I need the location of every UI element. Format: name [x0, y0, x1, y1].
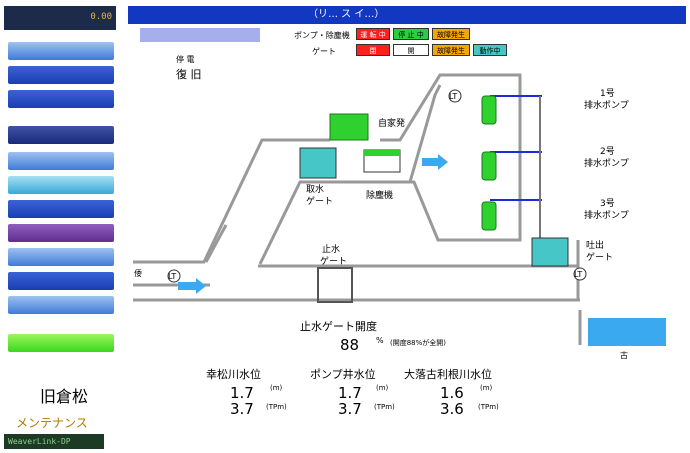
title-bar: （リ… ス イ…） — [128, 6, 686, 24]
menu-button-12[interactable] — [8, 334, 114, 352]
maintenance-link[interactable]: メンテナンス — [16, 416, 88, 430]
pump-2-label: 排水ポンプ — [584, 159, 629, 169]
stop-gate-label-1: 止水 — [322, 245, 341, 255]
menu-button-8[interactable] — [8, 224, 114, 242]
menu-button-1[interactable] — [8, 42, 114, 60]
level-2-value1: 1.7 — [338, 384, 362, 402]
level-2-value2: 3.7 — [338, 400, 362, 418]
flow-arrow-mid — [422, 154, 448, 170]
generator — [329, 113, 369, 141]
level-1-value1: 1.7 — [230, 384, 254, 402]
generator-label: 自家発 — [378, 119, 406, 129]
flow-arrow-inlet — [178, 278, 206, 294]
stop-gate-label-2: ゲート — [320, 257, 348, 267]
level-1-value2: 3.7 — [230, 400, 254, 418]
power-outage-label: 停 電 — [176, 55, 195, 64]
lt-sensor-1: LT — [449, 92, 458, 101]
legend-gate-fault: 故障発生 — [432, 44, 470, 56]
dust-remover-label: 除塵機 — [366, 191, 394, 201]
channel-inner — [258, 73, 522, 265]
pump-3 — [481, 201, 497, 231]
gate-open-unit: % — [376, 336, 384, 345]
lt-sensor-2: LT — [574, 270, 583, 279]
pump-1 — [481, 95, 497, 125]
menu-button-11[interactable] — [8, 296, 114, 314]
menu-button-4[interactable] — [8, 126, 114, 144]
menu-button-2[interactable] — [8, 66, 114, 84]
recover-button[interactable]: 復 旧 — [176, 68, 202, 81]
legend-running: 運 転 中 — [356, 28, 390, 40]
vendor-bar: WeaverLink-DP — [4, 434, 104, 449]
level-2-unit1: (m) — [376, 384, 389, 392]
station-name: 旧倉松 — [40, 387, 89, 406]
intake-gate — [299, 147, 337, 179]
lt-sensor-3: LT — [168, 272, 177, 281]
level-3-name: 大落古利根川水位 — [404, 368, 492, 381]
pump-3-label: 排水ポンプ — [584, 211, 629, 221]
inlet-label: 倭 — [134, 269, 142, 278]
pump-3-no: 3号 — [600, 199, 615, 209]
menu-button-9[interactable] — [8, 248, 114, 266]
intake-gate-label-1: 取水 — [306, 185, 325, 195]
gate-open-label: 止水ゲート開度 — [300, 320, 377, 333]
legend-stopped: 停 止 中 — [393, 28, 429, 40]
gate-open-value: 88 — [340, 336, 360, 354]
pump-1-label: 排水ポンプ — [584, 101, 629, 111]
level-3-unit2: (TPm) — [478, 403, 499, 411]
level-2-unit2: (TPm) — [374, 403, 395, 411]
intake-gate-label-2: ゲート — [306, 197, 334, 207]
pump-2-no: 2号 — [600, 147, 615, 157]
discharge-gate-label-2: ゲート — [586, 253, 614, 263]
level-1-unit2: (TPm) — [266, 403, 287, 411]
gate-open-note: (開度88%が全開) — [390, 339, 447, 347]
pump-2 — [481, 151, 497, 181]
legend-pump-label: ポンプ・除塵機 — [294, 31, 350, 40]
legend-closed: 閉 — [356, 44, 390, 56]
level-3-unit1: (m) — [480, 384, 493, 392]
river-label: 古 — [620, 351, 628, 360]
menu-button-6[interactable] — [8, 176, 114, 194]
stop-gate — [317, 267, 353, 303]
level-3-value2: 3.6 — [440, 400, 464, 418]
pump-1-no: 1号 — [600, 89, 615, 99]
river-water — [588, 318, 666, 346]
legend-pump-fault: 故障発生 — [432, 28, 470, 40]
menu-button-5[interactable] — [8, 152, 114, 170]
legend-open: 開 — [393, 44, 429, 56]
level-3-value1: 1.6 — [440, 384, 464, 402]
legend-operating: 動作中 — [473, 44, 507, 56]
discharge-gate — [531, 237, 569, 267]
legend-gate-label: ゲート — [312, 47, 336, 56]
level-2-name: ポンプ井水位 — [310, 368, 376, 381]
app-logo-box: 0.00 — [4, 6, 116, 30]
menu-button-10[interactable] — [8, 272, 114, 290]
menu-button-7[interactable] — [8, 200, 114, 218]
menu-button-3[interactable] — [8, 90, 114, 108]
discharge-gate-label-1: 吐出 — [586, 241, 605, 251]
title-sub-block — [140, 28, 260, 42]
channel-upper-left — [133, 138, 330, 264]
logo-value: 0.00 — [90, 12, 112, 22]
level-1-unit1: (m) — [270, 384, 283, 392]
level-1-name: 幸松川水位 — [206, 368, 261, 381]
